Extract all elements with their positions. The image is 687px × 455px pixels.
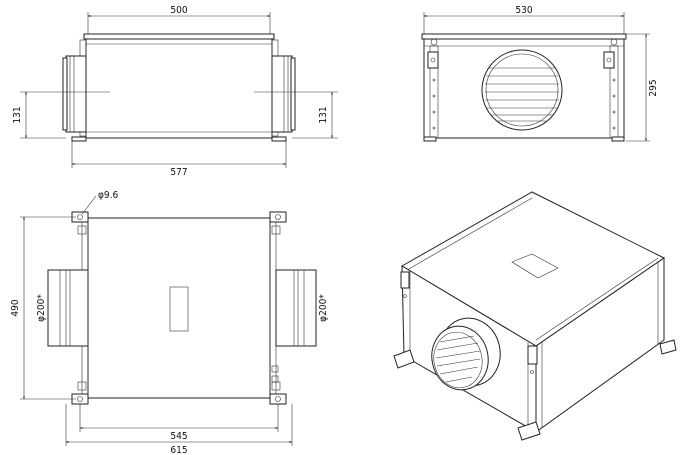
isometric-view	[393, 191, 677, 441]
side-dim-width: 530	[515, 5, 532, 16]
hole-diameter-label: φ9.6	[98, 190, 119, 201]
front-dim-left-height: 131	[12, 106, 23, 123]
side-dim-height: 295	[648, 79, 659, 96]
top-dim-depth: 490	[10, 299, 21, 316]
top-right-duct-label: φ200*	[318, 294, 329, 322]
front-dim-right-height: 131	[318, 106, 329, 123]
front-dim-total-width: 577	[170, 167, 187, 178]
front-view: 500 131 131 577	[12, 5, 338, 178]
top-view: φ200* φ200* φ9.6 490 545 615	[10, 190, 329, 455]
top-left-duct-label: φ200*	[36, 294, 47, 322]
top-dim-hole-spacing: 545	[170, 431, 187, 442]
front-dim-width: 500	[170, 5, 187, 16]
top-dim-total-width: 615	[170, 445, 187, 455]
side-view: 530 295	[421, 5, 659, 142]
